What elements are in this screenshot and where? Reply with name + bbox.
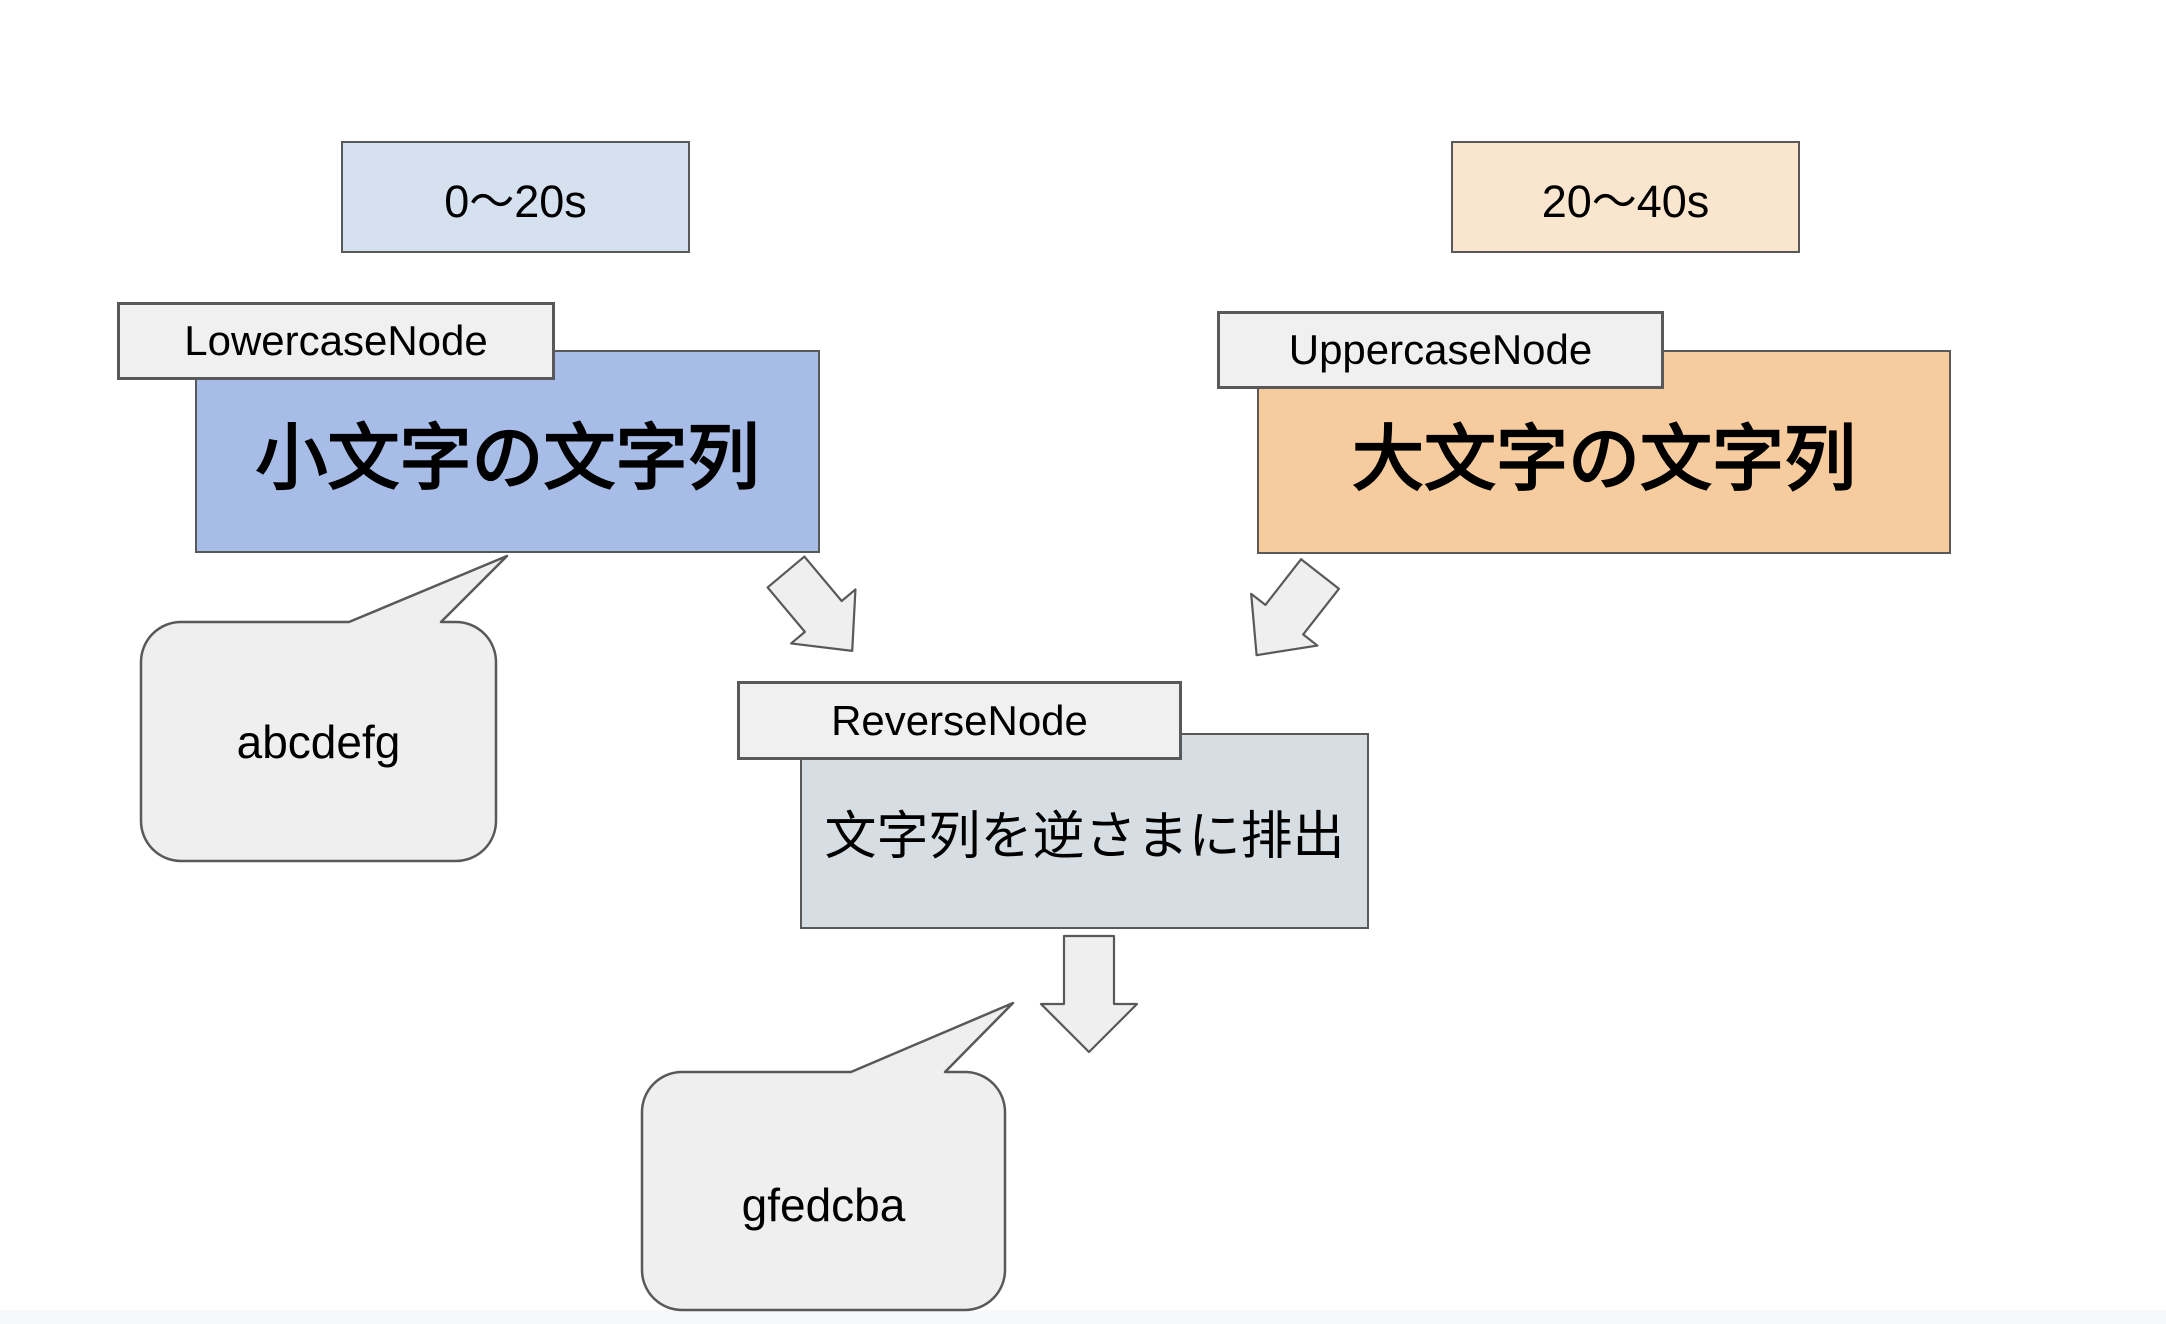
speech-bubble-output-text: gfedcba xyxy=(741,1179,906,1231)
arrow-lowercase-to-reverse-icon xyxy=(766,555,857,653)
arrow-reverse-output-icon xyxy=(1039,934,1139,1054)
arrow-uppercase-to-reverse-icon xyxy=(1250,558,1341,657)
uppercase-node-tag: UppercaseNode xyxy=(1217,311,1664,389)
lowercase-node-tag: LowercaseNode xyxy=(117,302,555,380)
lowercase-node-title: 小文字の文字列 xyxy=(255,419,760,499)
reverse-node-tag: ReverseNode xyxy=(737,681,1182,760)
time-badge-20-40s: 20〜40s xyxy=(1451,141,1800,253)
bottom-edge-strip xyxy=(0,1310,2166,1324)
reverse-node: 文字列を逆さまに排出 xyxy=(800,733,1369,929)
time-badge-0-20s: 0〜20s xyxy=(341,141,690,253)
reverse-node-title: 文字列を逆さまに排出 xyxy=(824,807,1345,866)
speech-bubble-input-text: abcdefg xyxy=(236,715,401,768)
lowercase-node: 小文字の文字列 xyxy=(195,350,820,553)
uppercase-node-title: 大文字の文字列 xyxy=(1351,419,1856,500)
